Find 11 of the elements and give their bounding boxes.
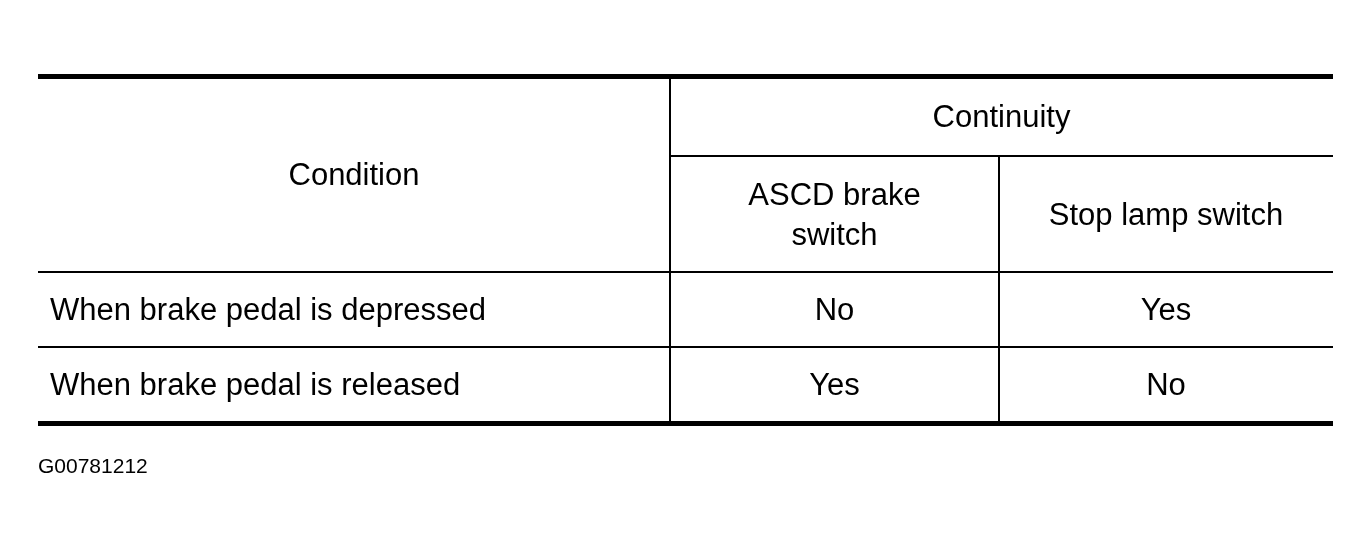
figure-code: G00781212 <box>38 453 148 479</box>
column-header: Condition <box>288 155 420 194</box>
column-header: Continuity <box>932 98 1071 136</box>
table-value: Yes <box>1140 290 1192 329</box>
row-label: When brake pedal is released <box>50 365 461 404</box>
row-label: When brake pedal is depressed <box>50 290 486 329</box>
table-value: No <box>1146 365 1186 404</box>
table-value: Yes <box>809 365 860 404</box>
column-header: Stop lamp switch <box>1048 195 1284 234</box>
column-header: ASCD brake switch <box>747 175 922 254</box>
table-value: No <box>814 290 855 329</box>
